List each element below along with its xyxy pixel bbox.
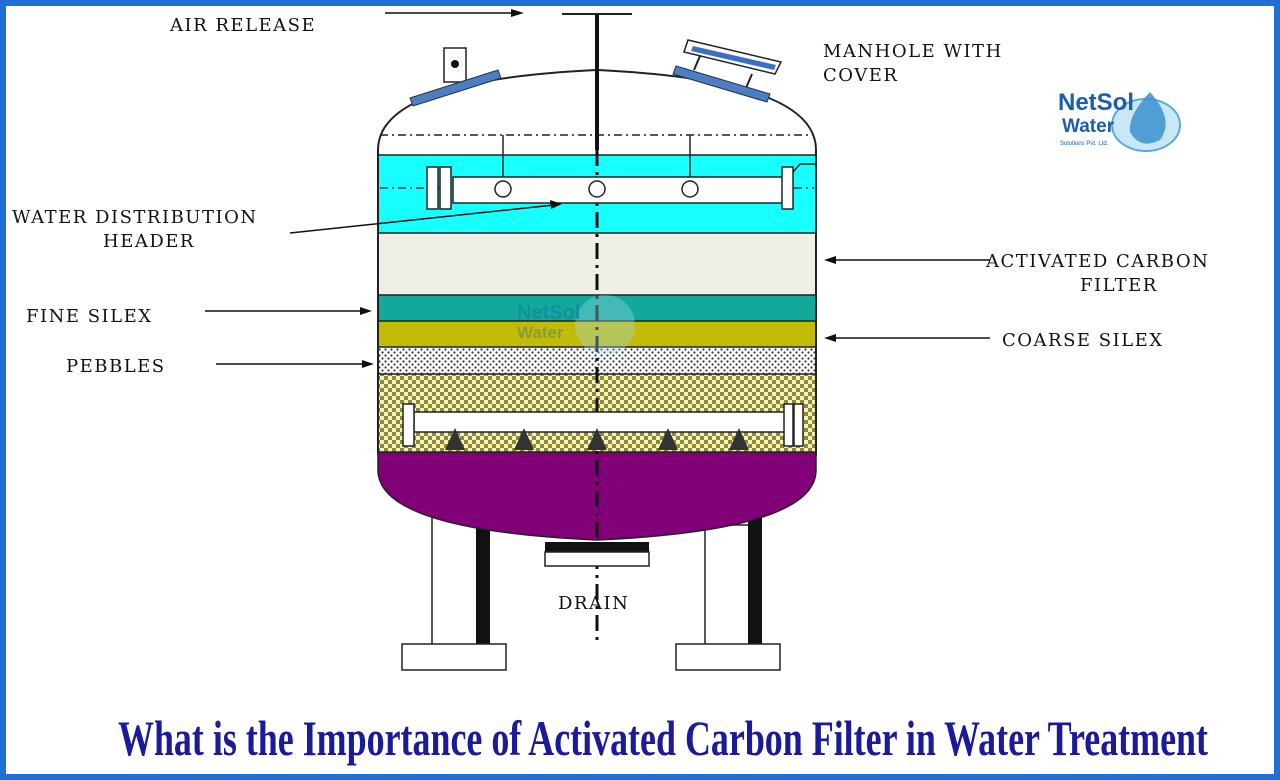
watermark-line2: Water (517, 323, 564, 342)
label-pebbles: PEBBLES (66, 356, 166, 377)
label-fine-silex: FINE SILEX (26, 306, 153, 327)
image-frame: NetSol Water AIR RELEASE MANHOLE WITH CO… (6, 6, 1274, 774)
carbon-filter-diagram: NetSol Water AIR RELEASE MANHOLE WITH CO… (12, 9, 1209, 766)
label-activated-carbon-line1: ACTIVATED CARBON (985, 251, 1209, 272)
logo-line1: NetSol (1058, 89, 1134, 116)
label-coarse-silex: COARSE SILEX (1002, 330, 1164, 351)
label-water-distribution-line1: WATER DISTRIBUTION (12, 207, 258, 228)
logo-tagline: Solutions Pvt. Ltd. (1060, 141, 1109, 147)
label-activated-carbon-line2: FILTER (1080, 275, 1158, 296)
watermark: NetSol Water (517, 295, 635, 355)
support-legs (401, 510, 781, 671)
drain-outlet (544, 542, 650, 567)
logo-line2: Water (1062, 116, 1115, 137)
manhole-cover (672, 39, 783, 103)
page-title: What is the Importance of Activated Carb… (118, 710, 1208, 766)
bottom-collector (402, 403, 804, 450)
top-fittings (409, 13, 783, 107)
netsol-logo: NetSol Water Solutions Pvt. Ltd. (1058, 89, 1181, 152)
label-air-release: AIR RELEASE (169, 15, 316, 36)
label-water-distribution-line2: HEADER (103, 231, 195, 252)
leader-arrows (205, 9, 990, 368)
label-drain: DRAIN (558, 593, 629, 614)
water-distribution-header (426, 135, 816, 210)
label-manhole-line2: COVER (823, 65, 898, 86)
label-manhole-line1: MANHOLE WITH (823, 41, 1003, 62)
watermark-line1: NetSol (517, 302, 580, 324)
